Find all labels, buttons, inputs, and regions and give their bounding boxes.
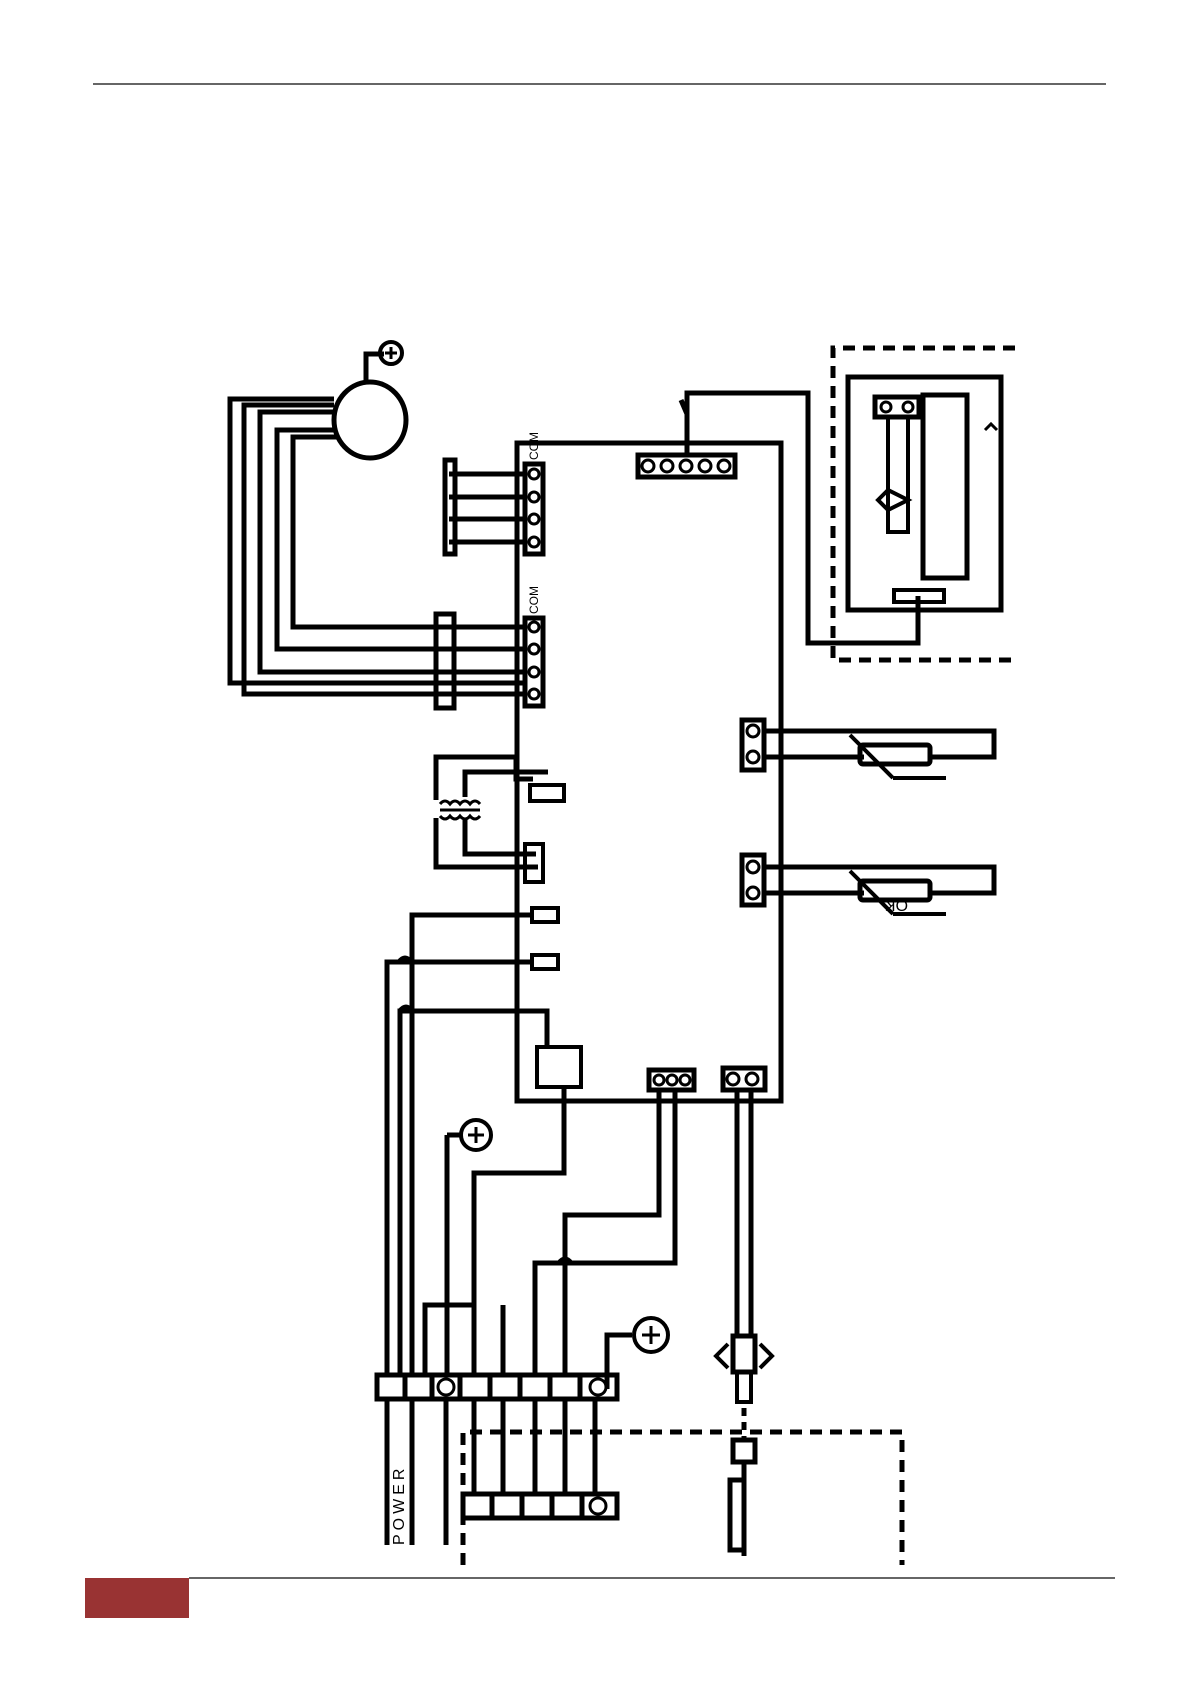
com-label-bottom: COM bbox=[527, 586, 541, 614]
float-switch-head bbox=[733, 1440, 755, 1462]
display-screen bbox=[923, 395, 967, 578]
fan-motor bbox=[334, 382, 406, 458]
transformer-plug-2 bbox=[525, 844, 543, 882]
transformer-core bbox=[440, 801, 480, 819]
terminal-l bbox=[532, 908, 558, 922]
float-connector bbox=[733, 1336, 755, 1372]
com-connector-1-wires bbox=[449, 474, 525, 542]
com-label-top: COM bbox=[527, 432, 541, 460]
terminal-n bbox=[532, 955, 558, 969]
display-wire bbox=[687, 393, 918, 643]
power-label: POWER bbox=[391, 1465, 408, 1545]
pump-wire-b bbox=[535, 1090, 675, 1375]
transformer-plug-1 bbox=[530, 785, 564, 801]
transformer-secondary bbox=[436, 818, 538, 867]
relay-connector bbox=[537, 1047, 581, 1087]
terminal-block-links bbox=[474, 1399, 595, 1494]
remote-unit-boundary bbox=[463, 1432, 902, 1565]
board-connector-top-pins bbox=[642, 460, 730, 472]
terminal-block-main-dividers bbox=[405, 1375, 580, 1399]
ok-label: OK bbox=[885, 896, 908, 913]
footer-accent-bar bbox=[85, 1578, 189, 1618]
motor-wires bbox=[230, 399, 525, 694]
display-sensor bbox=[888, 417, 908, 532]
pump-wire-a bbox=[565, 1090, 659, 1375]
board-connector-3pin bbox=[649, 1070, 694, 1090]
